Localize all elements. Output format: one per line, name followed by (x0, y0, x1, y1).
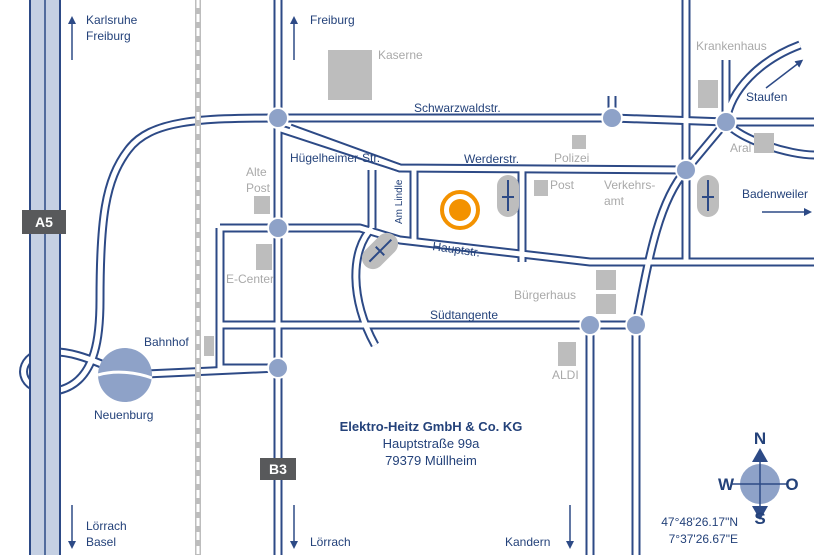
landmark-aldi: ALDI (552, 368, 579, 382)
building-krankenhaus (698, 80, 718, 108)
direction-badenweiler: Badenweiler (742, 187, 808, 201)
buildings (204, 50, 774, 366)
svg-text:B3: B3 (269, 461, 287, 477)
roundabout (579, 314, 601, 336)
shield-b3: B3 (260, 458, 296, 480)
arrow-northeast-icon (765, 59, 804, 89)
direction-loerrach: Lörrach (86, 519, 127, 533)
landmark-kaserne: Kaserne (378, 48, 423, 62)
roundabout (625, 314, 647, 336)
street-suedtangente: Südtangente (430, 308, 498, 322)
roundabout (675, 159, 697, 181)
building-alte-post (254, 196, 270, 214)
motorway-a5 (29, 0, 61, 555)
landmark-alte-post-2: Post (246, 181, 271, 195)
building-bahnhof (204, 336, 214, 356)
road-network-fill (21, 0, 814, 555)
company-name: Elektro-Heitz GmbH & Co. KG (340, 419, 523, 434)
company-address: Elektro-Heitz GmbH & Co. KG Hauptstraße … (340, 419, 523, 468)
building-e-center (256, 244, 272, 270)
compass-north: N (754, 429, 766, 448)
road-network (19, 0, 814, 555)
roundabout (267, 357, 289, 379)
direction-staufen: Staufen (746, 90, 787, 104)
direction-basel: Basel (86, 535, 116, 549)
landmark-verkehrsamt-1: Verkehrs- (604, 178, 655, 192)
roundabout (267, 217, 289, 239)
landmark-buergerhaus: Bürgerhaus (514, 288, 576, 302)
building-aral (754, 133, 774, 153)
place-bahnhof: Bahnhof (144, 335, 189, 349)
building-aldi (558, 342, 576, 366)
building-kaserne (328, 50, 372, 100)
roundabout (715, 111, 737, 133)
compass-south: S (754, 509, 765, 528)
svg-text:A5: A5 (35, 214, 53, 230)
direction-kandern: Kandern (505, 535, 550, 549)
compass-rose: N S W O (718, 429, 799, 528)
coordinates-latitude: 47°48'26.17"N (661, 515, 738, 529)
compass-west: W (718, 475, 735, 494)
company-street: Hauptstraße 99a (383, 436, 481, 451)
building-buergerhaus-1 (596, 270, 616, 290)
direction-freiburg-north: Freiburg (310, 13, 355, 27)
churches (361, 175, 719, 270)
street-huegelheimer: Hügelheimer-Str. (290, 151, 380, 165)
direction-loerrach-south: Lörrach (310, 535, 351, 549)
roundabouts (267, 107, 737, 379)
place-neuenburg: Neuenburg (94, 408, 153, 422)
roundabout (267, 107, 289, 129)
building-buergerhaus-2 (596, 294, 616, 314)
street-am-lindle: Am Lindle (394, 179, 405, 224)
street-schwarzwaldstr: Schwarzwaldstr. (414, 101, 501, 115)
destination-marker (440, 190, 480, 230)
neuenburg-town-marker (97, 348, 153, 402)
landmark-alte-post-1: Alte (246, 165, 267, 179)
landmark-aral: Aral (730, 141, 751, 155)
building-polizei (572, 135, 586, 149)
building-post (534, 180, 548, 196)
street-hauptstr: Hauptstr. (432, 239, 482, 260)
direction-karlsruhe: Karlsruhe (86, 13, 138, 27)
roundabout (601, 107, 623, 129)
company-city: 79379 Müllheim (385, 453, 477, 468)
landmark-e-center: E-Center (226, 272, 274, 286)
shield-a5: A5 (22, 210, 66, 234)
landmark-polizei: Polizei (554, 151, 589, 165)
direction-freiburg: Freiburg (86, 29, 131, 43)
direction-arrows (68, 16, 812, 549)
landmark-post: Post (550, 178, 575, 192)
compass-east: O (785, 475, 798, 494)
coordinates-longitude: 7°37'26.67"E (669, 532, 738, 546)
landmark-verkehrsamt-2: amt (604, 194, 625, 208)
landmark-krankenhaus: Krankenhaus (696, 39, 767, 53)
street-werderstr: Werderstr. (464, 152, 519, 166)
